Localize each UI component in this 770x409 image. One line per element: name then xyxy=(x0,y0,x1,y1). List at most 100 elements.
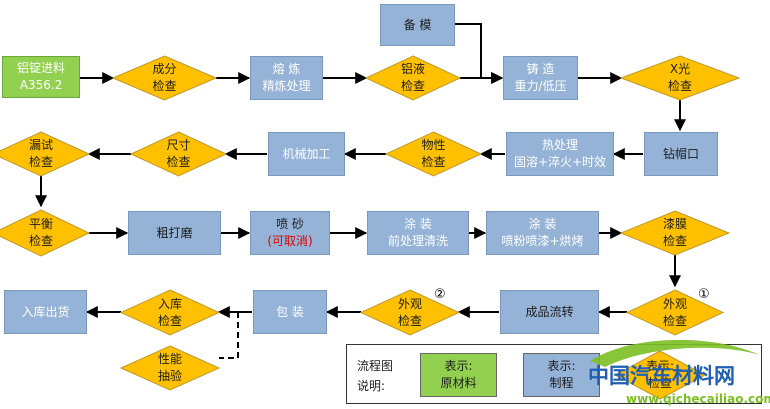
legend-title-line2: 说明: xyxy=(357,379,386,393)
label-line1: 包 装 xyxy=(276,304,304,319)
label-line1: 入库 xyxy=(157,296,182,311)
dashed-link-performance xyxy=(219,312,239,359)
label-line1: 外观 xyxy=(662,296,687,311)
label-line2: 检查 xyxy=(647,376,672,390)
label-line1: 涂 装 xyxy=(528,217,557,231)
legend-swatch-process: 表示: 制程 xyxy=(523,353,600,397)
arrow-mold-to-casting xyxy=(455,23,504,84)
node-heat-treatment: 热处理 固溶+淬火+时效 xyxy=(506,132,614,176)
label-line1: 涂 装 xyxy=(404,217,432,231)
node-melting: 熔 炼 精炼处理 xyxy=(250,56,323,100)
label-line1: 粗打磨 xyxy=(156,225,193,240)
label-line2: 检查 xyxy=(28,155,53,169)
diamond-shape xyxy=(621,211,729,255)
marker-circled-1: ① xyxy=(698,287,710,302)
watermark-url: www.qichecailiao.com xyxy=(626,392,770,406)
diamond-shape xyxy=(386,132,481,176)
node-finished-transfer: 成品流转 xyxy=(500,290,599,334)
label-line1: 漆膜 xyxy=(662,217,687,231)
label-line1: 表示: xyxy=(645,359,675,373)
label-line1: 钻帽口 xyxy=(662,146,699,161)
label-line1: 表示: xyxy=(547,359,576,373)
label-line1: 成品流转 xyxy=(525,304,574,319)
label-line1: 入库出货 xyxy=(21,304,70,319)
label-line1: 尺寸 xyxy=(166,138,191,152)
node-packing: 包 装 xyxy=(253,290,327,334)
diamond-shape xyxy=(0,210,89,256)
node-warehouse-shipping: 入库出货 xyxy=(4,290,87,334)
label-line2: 检查 xyxy=(28,234,53,248)
label-line1: 平衡 xyxy=(28,217,53,231)
node-pretreatment: 涂 装 前处理清洗 xyxy=(367,211,469,255)
node-appearance-check-1: 外观检查 xyxy=(627,290,723,335)
label-line2: 检查 xyxy=(421,155,446,169)
node-mold-prep: 备 模 xyxy=(380,4,455,46)
label-line2: 原材料 xyxy=(440,376,477,390)
node-leak-test: 漏试检查 xyxy=(0,132,89,176)
label-line1: 物性 xyxy=(421,138,446,152)
legend-box: 流程图 说明: 表示: 原材料 表示: 制程 表示: 检查 xyxy=(346,344,762,404)
diamond-shape xyxy=(121,346,219,390)
label-line1: 备 模 xyxy=(403,17,432,32)
node-composition-check: 成分检查 xyxy=(113,56,216,100)
label-line2: 喷粉喷漆+烘烤 xyxy=(501,234,584,248)
diamond-shape xyxy=(621,56,739,100)
legend-swatch-raw-material: 表示: 原材料 xyxy=(420,353,497,397)
node-performance-sampling: 性能抽验 xyxy=(121,346,219,390)
node-xray-check: X光检查 xyxy=(621,56,739,100)
label-line1: 机械加工 xyxy=(282,146,331,161)
label-line1: 铸 造 xyxy=(526,62,555,76)
legend-title-line1: 流程图 xyxy=(357,359,394,373)
node-paint-film-check: 漆膜检查 xyxy=(621,211,729,255)
label-line2: 检查 xyxy=(400,79,425,93)
label-line2: 固溶+淬火+时效 xyxy=(513,155,607,169)
watermark-logo: 中国汽车材料网 www.qichecailiao.com xyxy=(588,339,770,406)
diamond-shape xyxy=(113,56,216,100)
diamond-shape xyxy=(627,290,723,335)
label-line1: 外观 xyxy=(397,296,422,311)
label-line2: 检查 xyxy=(397,313,422,328)
label-line2: 前处理清洗 xyxy=(387,234,448,248)
watermark-swoosh-icon xyxy=(590,339,760,367)
label-line2: 制程 xyxy=(549,376,574,390)
label-line1: 喷 砂 xyxy=(276,217,304,231)
label-line1: 表示: xyxy=(444,359,473,373)
label-line2-optional-note: (可取消) xyxy=(267,234,313,248)
label-line1: X光 xyxy=(669,62,691,76)
node-drill-cap: 钻帽口 xyxy=(644,132,718,176)
label-line2: 重力/低压 xyxy=(514,79,567,93)
node-casting: 铸 造 重力/低压 xyxy=(503,56,578,100)
node-appearance-check-2: 外观检查 xyxy=(361,290,459,335)
label-line1: 熔 炼 xyxy=(272,62,301,76)
marker-circled-2: ② xyxy=(434,287,446,302)
label-line2: 检查 xyxy=(166,155,191,169)
label-line2: 抽验 xyxy=(157,369,182,383)
node-ingot-raw-material: 铝锭进料 A356.2 xyxy=(2,56,80,98)
label-line2: 检查 xyxy=(667,79,692,93)
label-line1: 热处理 xyxy=(541,138,578,152)
diamond-shape xyxy=(0,132,89,176)
legend-swatch-check: 表示: 检查 xyxy=(615,351,705,399)
node-dimension-check: 尺寸检查 xyxy=(131,132,226,176)
node-machining: 机械加工 xyxy=(268,132,345,176)
label-line1: 成分 xyxy=(152,62,177,76)
label-line1: 漏试 xyxy=(28,138,53,152)
label-line2: 检查 xyxy=(662,313,687,328)
node-rough-grinding: 粗打磨 xyxy=(128,211,221,255)
label-line1: 性能 xyxy=(157,352,182,366)
label-line1: 铝液 xyxy=(400,62,425,76)
diamond-shape xyxy=(121,290,219,335)
node-balance-check: 平衡检查 xyxy=(0,210,89,256)
node-powder-spray: 涂 装 喷粉喷漆+烘烤 xyxy=(486,211,599,255)
node-ingot-line1: 铝锭进料 xyxy=(16,61,65,75)
label-line2: 检查 xyxy=(152,79,177,93)
node-aluminum-liquid-check: 铝液检查 xyxy=(366,56,460,100)
diamond-shape xyxy=(131,132,226,176)
diamond-shape xyxy=(361,290,459,335)
label-line2: 精炼处理 xyxy=(262,79,311,93)
label-line2: 检查 xyxy=(157,313,182,328)
diamond-shape xyxy=(366,56,460,100)
diamond-shape xyxy=(615,351,705,399)
node-ingot-line2: A356.2 xyxy=(19,78,63,92)
